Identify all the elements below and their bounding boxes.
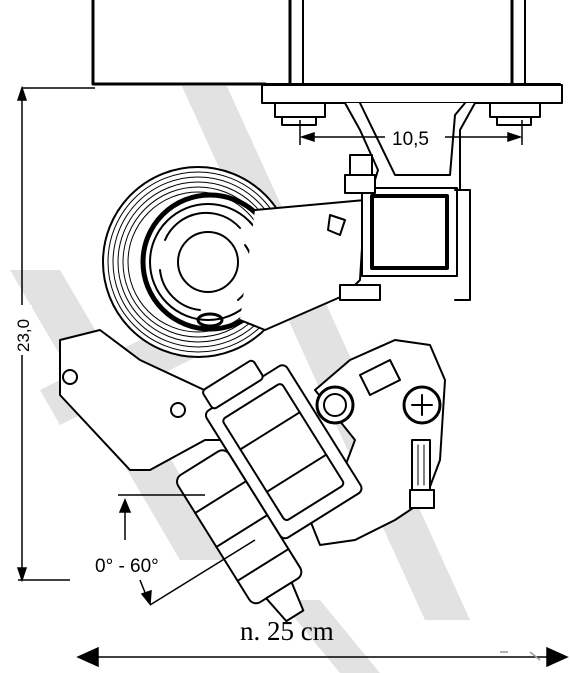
angle-label: 0° - 60° — [95, 556, 159, 577]
height-label: 23,0 — [14, 319, 33, 352]
top-bracket — [261, 84, 563, 191]
clamp-assembly — [176, 359, 363, 623]
bolt-spacing-label: 10,5 — [392, 129, 429, 150]
dimension-bolt-spacing — [299, 120, 523, 145]
width-label: n. 25 cm — [240, 616, 334, 646]
mounting-plate — [91, 0, 561, 86]
dimension-width — [76, 646, 569, 668]
dimension-angle — [118, 494, 256, 606]
support-arm — [239, 154, 471, 331]
